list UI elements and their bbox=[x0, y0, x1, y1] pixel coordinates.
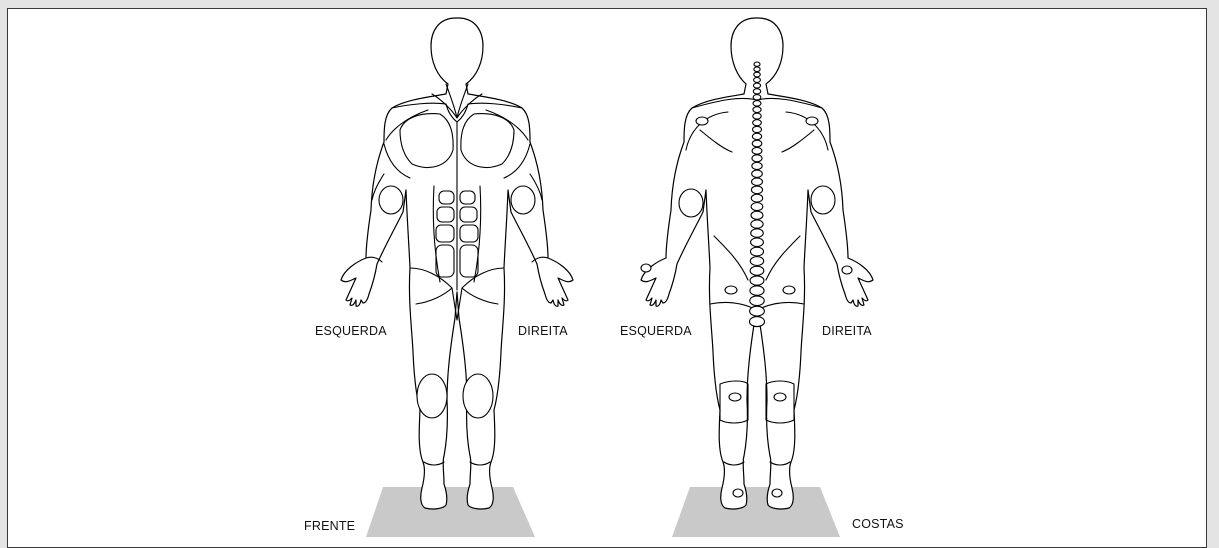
vertebra bbox=[753, 101, 761, 107]
vertebra bbox=[752, 178, 763, 185]
vertebra bbox=[751, 238, 764, 247]
back-right-label: DIREITA bbox=[822, 324, 872, 338]
vertebra bbox=[754, 78, 761, 83]
vertebra bbox=[752, 147, 762, 154]
vertebra bbox=[752, 162, 762, 169]
vertebra bbox=[753, 89, 760, 94]
vertebra bbox=[750, 257, 763, 266]
vertebra bbox=[751, 203, 763, 211]
vertebra bbox=[752, 155, 762, 162]
vertebra bbox=[750, 266, 764, 275]
vertebra bbox=[751, 186, 762, 194]
front-view-label: FRENTE bbox=[304, 519, 355, 533]
front-floor-shadow bbox=[366, 487, 535, 537]
vertebra bbox=[751, 229, 764, 237]
vertebra bbox=[752, 170, 763, 177]
vertebra bbox=[753, 95, 761, 100]
vertebra bbox=[753, 107, 761, 113]
back-floor-shadow bbox=[672, 487, 840, 537]
vertebra bbox=[753, 83, 760, 88]
vertebra bbox=[753, 113, 761, 119]
vertebra bbox=[751, 211, 763, 219]
vertebra bbox=[752, 133, 761, 139]
vertebra bbox=[754, 62, 760, 66]
vertebra bbox=[752, 140, 762, 147]
back-view-label: COSTAS bbox=[852, 517, 904, 531]
vertebra bbox=[750, 306, 765, 316]
vertebra bbox=[751, 194, 762, 202]
vertebra bbox=[750, 296, 764, 306]
vertebra bbox=[750, 286, 764, 295]
vertebra bbox=[750, 247, 763, 256]
vertebra bbox=[753, 126, 762, 132]
vertebra bbox=[754, 67, 760, 72]
vertebra bbox=[751, 220, 763, 228]
front-left-label: ESQUERDA bbox=[315, 324, 387, 338]
body-front-figure[interactable] bbox=[341, 18, 573, 509]
body-back-figure[interactable] bbox=[641, 18, 873, 509]
back-left-label: ESQUERDA bbox=[620, 324, 692, 338]
vertebra bbox=[754, 72, 761, 77]
vertebra bbox=[750, 276, 764, 285]
front-right-label: DIREITA bbox=[518, 324, 568, 338]
vertebra bbox=[753, 120, 762, 126]
vertebra bbox=[750, 317, 765, 327]
body-diagram bbox=[0, 0, 1219, 537]
